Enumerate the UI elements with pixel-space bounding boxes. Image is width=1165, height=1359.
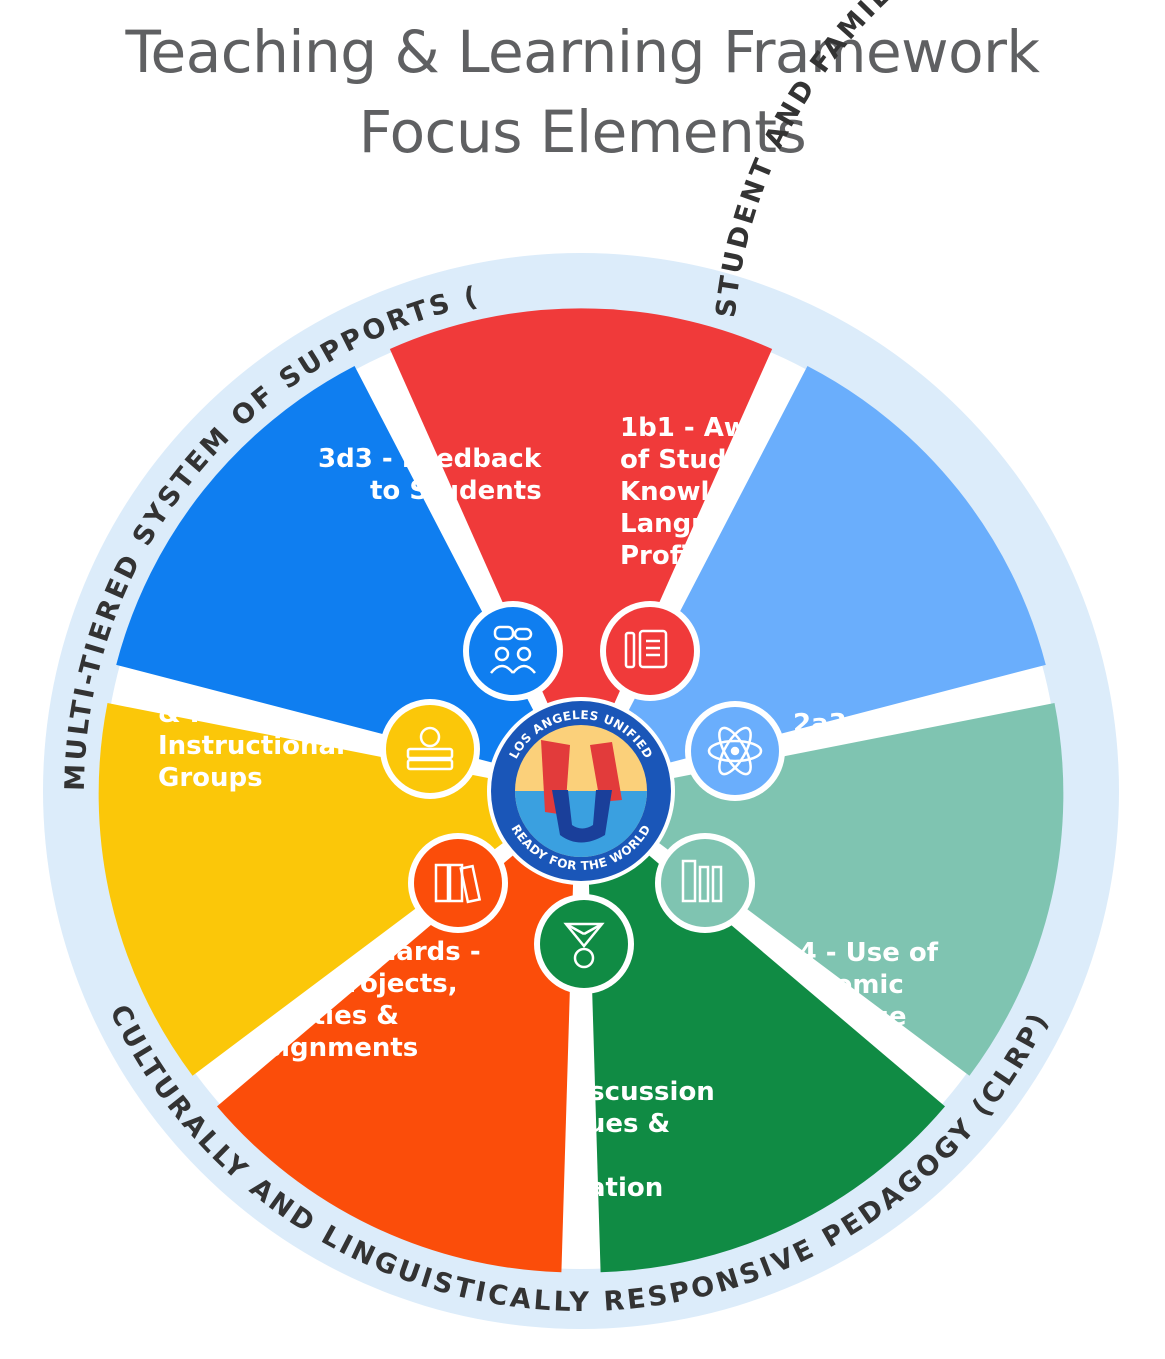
segment-3a4 (593, 703, 1064, 1076)
title-line-1: Teaching & Learning Framework (125, 18, 1040, 86)
segment-3c2 (98, 703, 569, 1076)
ring-label-agency: STUDENT AND FAMILY AGENCY (711, 0, 1041, 319)
apple-books-icon (380, 699, 480, 799)
ruler-pencils-icon (655, 833, 755, 933)
segment-2a3 (590, 365, 1046, 784)
segment-3d3 (116, 365, 572, 784)
medal-icon (534, 894, 634, 994)
lausd-logo: LOS ANGELES UNIFIED READY FOR THE WORLD (487, 697, 675, 885)
segment-1b1 (389, 308, 773, 779)
title-line-2: Focus Elements (358, 98, 807, 166)
binders-icon (408, 833, 508, 933)
notepad-pencil-icon (600, 601, 700, 701)
people-chat-icon (463, 601, 563, 701)
atom-icon (685, 701, 785, 801)
icons-group (380, 601, 785, 994)
